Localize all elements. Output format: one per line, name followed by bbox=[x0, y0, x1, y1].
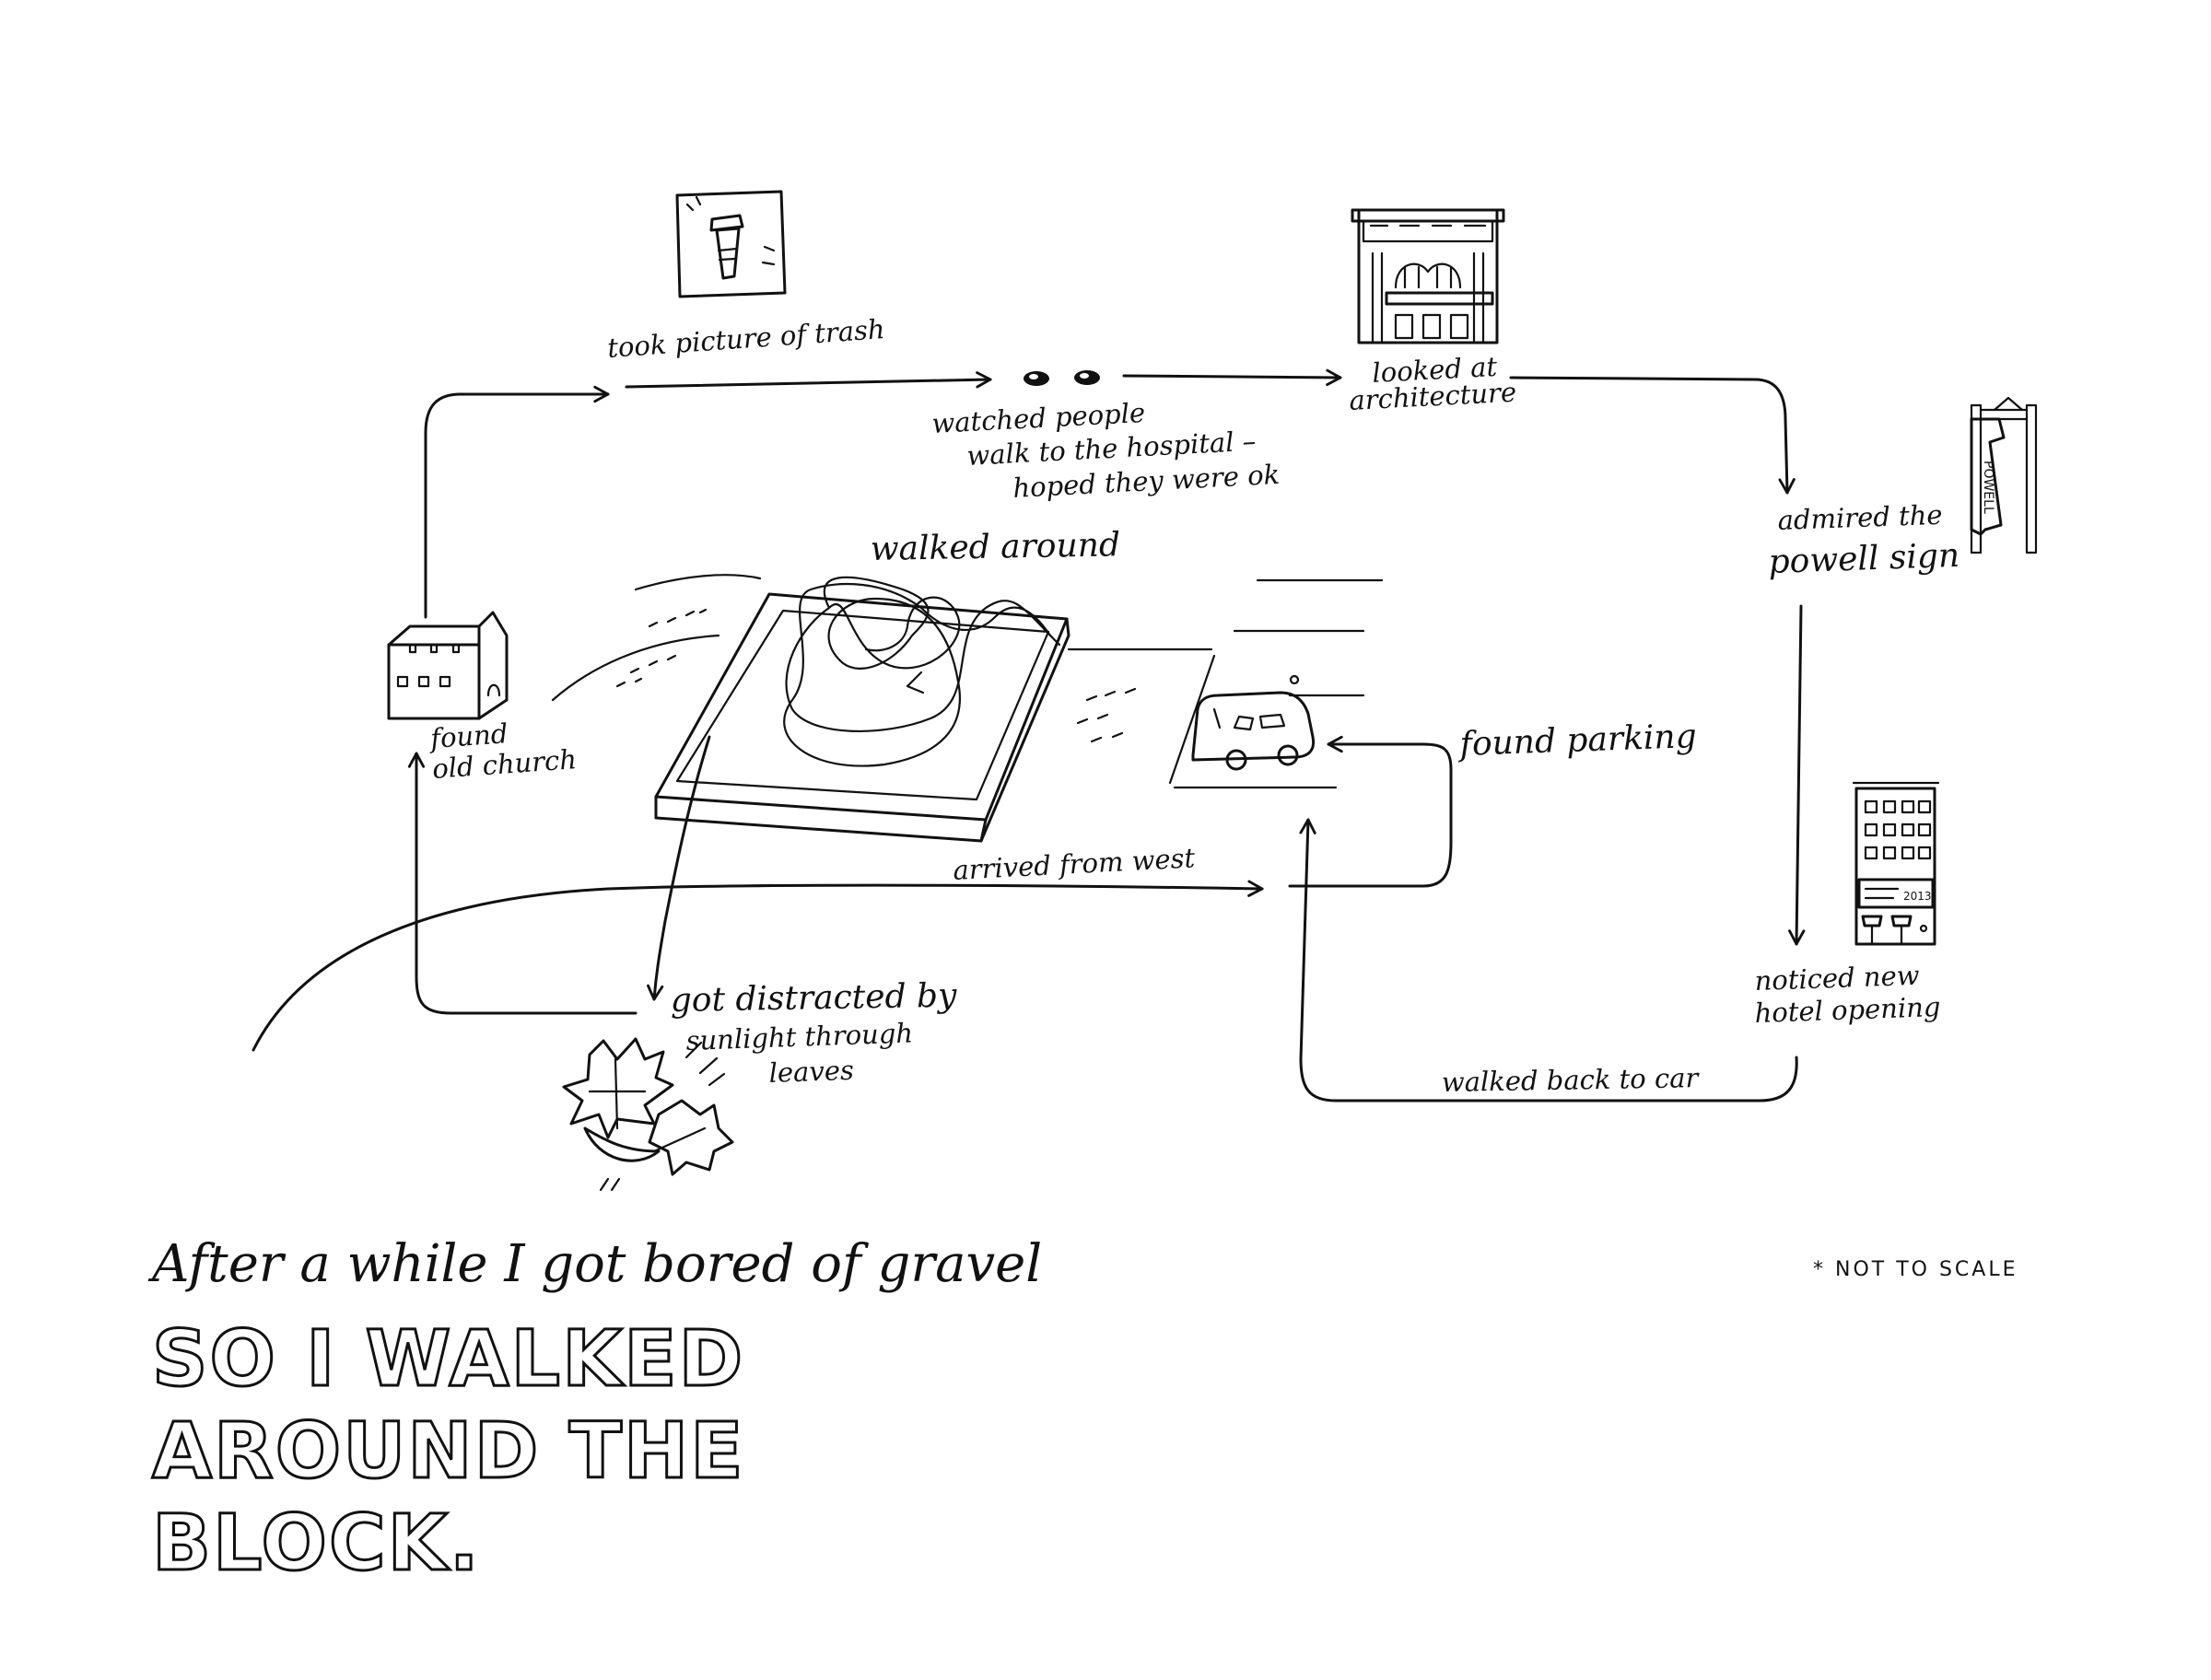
route-to-parking bbox=[1288, 735, 1453, 888]
caption-line-2: SO I WALKED AROUND THE BLOCK. bbox=[151, 1312, 745, 1590]
route-church-to-trash bbox=[424, 385, 610, 619]
label-sunlight-through: sunlight through bbox=[685, 1017, 914, 1056]
parked-car bbox=[1191, 674, 1316, 771]
street-lines bbox=[1168, 578, 1384, 789]
gravel-dashes-left bbox=[615, 608, 708, 688]
route-trash-to-people bbox=[625, 371, 992, 389]
route-to-church bbox=[407, 752, 638, 1015]
label-took-picture-of-trash: took picture of trash bbox=[606, 313, 885, 364]
gravel-dashes-right bbox=[1076, 687, 1137, 743]
label-noticed-new: noticed new bbox=[1754, 960, 1920, 997]
architecture-building-icon bbox=[1351, 208, 1505, 344]
label-admired-the: admired the bbox=[1777, 499, 1943, 536]
eyes-icon bbox=[1024, 370, 1100, 386]
hill-line-top bbox=[634, 574, 762, 591]
label-hotel-opening: hotel opening bbox=[1754, 991, 1941, 1029]
leaves-icon bbox=[562, 1037, 734, 1192]
label-walked-back-to-car: walked back to car bbox=[1442, 1062, 1701, 1098]
label-leaves: leaves bbox=[768, 1055, 854, 1089]
hotel-banner-text: 2013 bbox=[1903, 890, 1932, 903]
route-powell-to-hotel bbox=[1788, 604, 1806, 946]
route-arch-to-powell bbox=[1509, 376, 1796, 495]
label-powell-sign: powell sign bbox=[1768, 537, 1960, 581]
hotel-building-icon: 2013 bbox=[1852, 781, 1940, 946]
walked-around-arrow bbox=[906, 671, 925, 694]
gravel-lot bbox=[654, 592, 1070, 843]
label-found: found bbox=[427, 718, 509, 754]
label-arrived-from-west: arrived from west bbox=[953, 842, 1197, 886]
not-to-scale-note: * NOT TO SCALE bbox=[1813, 1258, 2018, 1281]
powell-sign-icon: POWELL bbox=[1970, 396, 2038, 554]
trash-picture-icon bbox=[675, 190, 787, 298]
hill-line-left bbox=[551, 634, 720, 702]
label-walked-around: walked around bbox=[870, 526, 1120, 568]
label-got-distracted-by: got distracted by bbox=[670, 977, 957, 1020]
route-to-leaves bbox=[647, 735, 711, 1001]
old-church-icon bbox=[387, 611, 509, 720]
route-walked-back-to-car bbox=[1299, 818, 1798, 1102]
label-found-parking: found parking bbox=[1456, 718, 1697, 764]
route-people-to-arch bbox=[1122, 368, 1342, 387]
caption-line-1: After a while I got bored of gravel bbox=[152, 1234, 1043, 1294]
powell-sign-text: POWELL bbox=[1981, 461, 1995, 514]
label-looked-at: looked at bbox=[1372, 351, 1499, 389]
route-arrived-from-west bbox=[252, 880, 1264, 1052]
